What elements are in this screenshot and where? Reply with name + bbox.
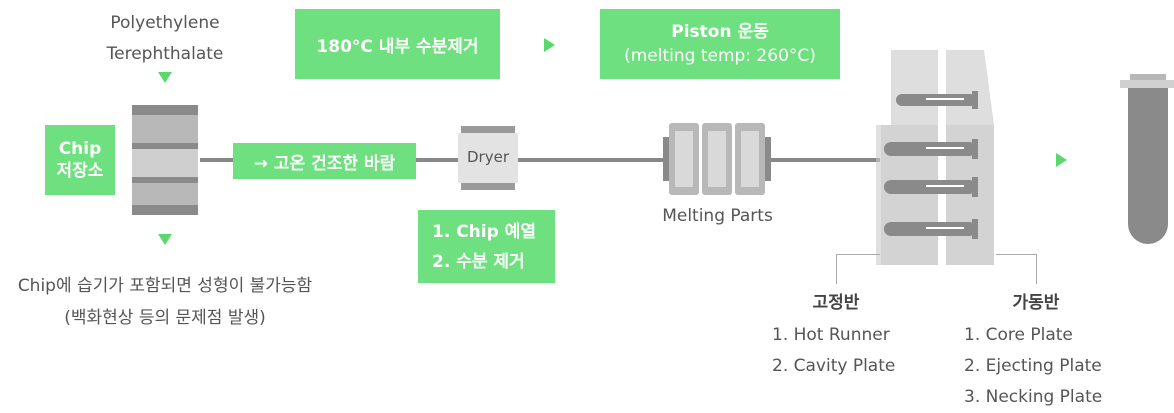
- fixed-plate-item-1: 1. Hot Runner: [772, 325, 890, 345]
- chip-storage-silo-icon: [132, 105, 198, 215]
- preform-tube-icon: [1120, 74, 1174, 244]
- arrow-down-icon: [158, 72, 172, 83]
- moisture-removal-text: 180°C 내부 수분제거: [316, 36, 479, 57]
- source-line1: Polyethylene: [110, 13, 220, 33]
- dryer-label: Dryer: [467, 148, 509, 166]
- moving-plate-item-1: 1. Core Plate: [964, 325, 1073, 345]
- moisture-removal-label: 180°C 내부 수분제거: [295, 9, 500, 79]
- arrow-down-icon: [158, 234, 172, 245]
- moving-plate-leader: [1036, 254, 1037, 284]
- hot-air-text: → 고온 건조한 바람: [253, 153, 396, 174]
- chip-storage-label: Chip 저장소: [45, 125, 115, 195]
- source-line2: Terephthalate: [106, 44, 224, 64]
- fixed-plate-item-2: 2. Cavity Plate: [772, 356, 896, 376]
- piston-label: Piston 운동 (melting temp: 260°C): [600, 9, 840, 79]
- moving-plate-list: 1. Core Plate 2. Ejecting Plate 3. Necki…: [964, 320, 1102, 413]
- dryer-step-2: 2. 수분 제거: [432, 251, 525, 272]
- chip-storage-line2: 저장소: [56, 161, 104, 181]
- arrow-right-icon: [544, 38, 555, 52]
- fixed-plate-title: 고정반: [812, 293, 860, 313]
- moisture-note-line1: Chip에 습기가 포함되면 성형이 불가능함: [17, 276, 313, 296]
- fixed-plate-list: 1. Hot Runner 2. Cavity Plate: [772, 320, 895, 382]
- melting-parts-label: Melting Parts: [662, 206, 773, 226]
- moisture-note-line2: (백화현상 등의 문제점 발생): [64, 308, 266, 328]
- moving-plate-item-2: 2. Ejecting Plate: [964, 356, 1102, 376]
- pipe-melting-to-mold: [770, 158, 880, 162]
- hot-air-label: → 고온 건조한 바람: [233, 143, 416, 179]
- dryer-icon: [458, 126, 518, 190]
- piston-line1: Piston 운동: [671, 22, 769, 42]
- dryer-steps-box: 1. Chip 예열 2. 수분 제거: [418, 210, 555, 283]
- chip-storage-line1: Chip: [58, 139, 102, 159]
- moving-plate-item-3: 3. Necking Plate: [964, 387, 1103, 407]
- piston-line2: (melting temp: 260°C): [624, 46, 816, 66]
- moisture-note: Chip에 습기가 포함되면 성형이 불가능함 (백화현상 등의 문제점 발생): [0, 270, 330, 334]
- mold-plates-icon: [876, 50, 994, 265]
- fixed-plate-leader: [836, 254, 837, 284]
- arrow-right-icon: [1056, 153, 1067, 167]
- pipe-dryer-to-melting: [515, 158, 665, 162]
- moving-plate-title: 가동반: [1012, 293, 1060, 313]
- moving-plate-leader-h: [996, 254, 1037, 255]
- dryer-step-1: 1. Chip 예열: [432, 221, 536, 242]
- fixed-plate-leader-h: [836, 254, 880, 255]
- melting-parts-icon: [663, 123, 771, 195]
- source-label: Polyethylene Terephthalate: [95, 8, 235, 70]
